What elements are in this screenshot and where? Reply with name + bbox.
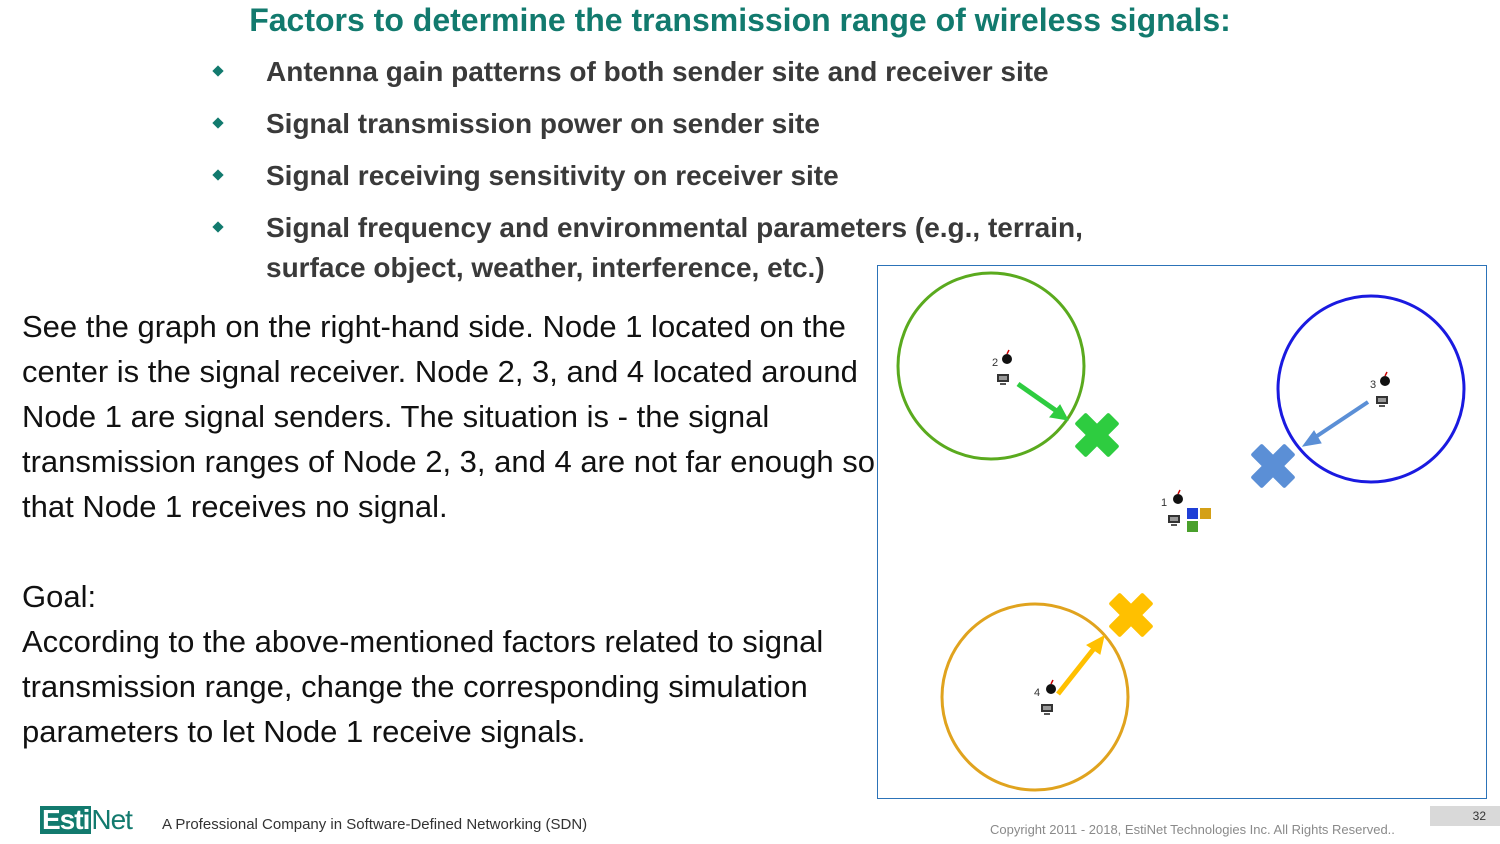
copyright-notice: Copyright 2011 - 2018, EstiNet Technolog… (990, 822, 1395, 837)
node-1: 1 (1161, 489, 1211, 532)
computer-icon (997, 374, 1009, 385)
node2-arrow (1016, 381, 1069, 421)
factor-item: Antenna gain patterns of both sender sit… (206, 52, 1146, 92)
estinet-logo: EstiNet (40, 804, 133, 835)
node-2: 2 (992, 349, 1012, 385)
goal-label: Goal: (22, 579, 97, 614)
factor-item: Signal frequency and environmental param… (206, 208, 1146, 288)
node3-range-circle (1276, 294, 1466, 484)
page-number: 32 (1430, 806, 1500, 826)
diamond-bullet-icon (212, 221, 224, 233)
factor-list: Antenna gain patterns of both sender sit… (206, 52, 1146, 300)
node3-arrow (1301, 400, 1370, 447)
node-3: 3 (1370, 371, 1390, 407)
computer-icon (1041, 704, 1053, 715)
topology-diagram: 2 3 1 4 (877, 265, 1487, 799)
scenario-description: See the graph on the right-hand side. No… (22, 309, 876, 524)
slide-title: Factors to determine the transmission ra… (249, 2, 1231, 38)
company-tagline: A Professional Company in Software-Defin… (162, 816, 588, 833)
computer-icon (1168, 515, 1180, 526)
diamond-bullet-icon (212, 169, 224, 181)
node-3-label: 3 (1370, 379, 1376, 391)
node4-arrow (1056, 635, 1105, 696)
diamond-bullet-icon (212, 65, 224, 77)
node1-green-square (1187, 521, 1198, 532)
node-2-label: 2 (992, 357, 998, 369)
factor-item: Signal receiving sensitivity on receiver… (206, 156, 1146, 196)
computer-icon (1376, 396, 1388, 407)
node2-range-circle (896, 271, 1086, 461)
goal-text: According to the above-mentioned factors… (22, 624, 824, 749)
factor-item: Signal transmission power on sender site (206, 104, 1146, 144)
node3-unreached-x-icon (1239, 432, 1307, 500)
node1-blue-square (1187, 508, 1198, 519)
diamond-bullet-icon (212, 117, 224, 129)
node1-gold-square (1200, 508, 1211, 519)
node-4-label: 4 (1034, 687, 1040, 699)
node4-range-circle (940, 602, 1130, 792)
node-4: 4 (1034, 679, 1056, 715)
node-1-label: 1 (1161, 497, 1167, 509)
